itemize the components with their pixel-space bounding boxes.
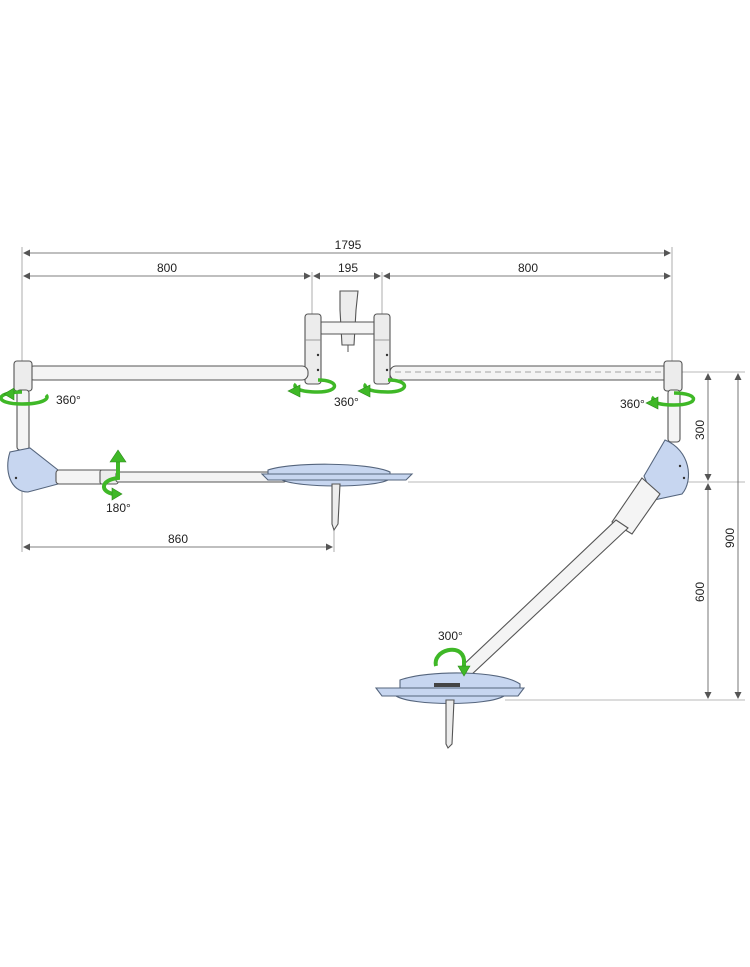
right-horizontal-arm	[389, 360, 683, 392]
rotation-arrow-center: 360°	[287, 378, 407, 409]
dimension-right-arm-label: 800	[518, 261, 538, 275]
dimension-center-gap-label: 195	[338, 261, 358, 275]
dimension-left-reach: 860	[21, 490, 335, 552]
rotation-right-head-label: 300°	[438, 629, 463, 643]
rotation-arrow-left-top: 360°	[0, 387, 81, 407]
right-light-assembly	[374, 389, 690, 749]
dimension-vertical-total-label: 900	[723, 528, 737, 548]
tilt-left-label: 180°	[106, 501, 131, 515]
dimension-left-arm: 800	[23, 261, 313, 315]
left-horizontal-arm	[13, 360, 309, 392]
rotation-right-top-label: 360°	[620, 397, 645, 411]
left-light-assembly	[7, 389, 414, 532]
dimension-vertical-lower-label: 600	[693, 582, 707, 602]
dimension-overall-width: 1795	[21, 238, 673, 365]
dimension-vertical: 300 600 900	[408, 371, 745, 701]
dimension-center-gap: 195	[313, 261, 383, 315]
tilt-arrow-left: 180°	[102, 449, 131, 515]
rotation-arrow-right-head: 300°	[433, 629, 471, 677]
dimension-left-reach-label: 860	[168, 532, 188, 546]
dimension-overall-width-label: 1795	[335, 238, 362, 252]
dimension-left-arm-label: 800	[157, 261, 177, 275]
ceiling-mount	[304, 290, 391, 385]
rotation-arrow-right-top: 360°	[620, 391, 696, 411]
rotation-center-label: 360°	[334, 395, 359, 409]
rotation-left-top-label: 360°	[56, 393, 81, 407]
dimension-vertical-upper-label: 300	[693, 420, 707, 440]
dimension-right-arm: 800	[383, 261, 671, 280]
